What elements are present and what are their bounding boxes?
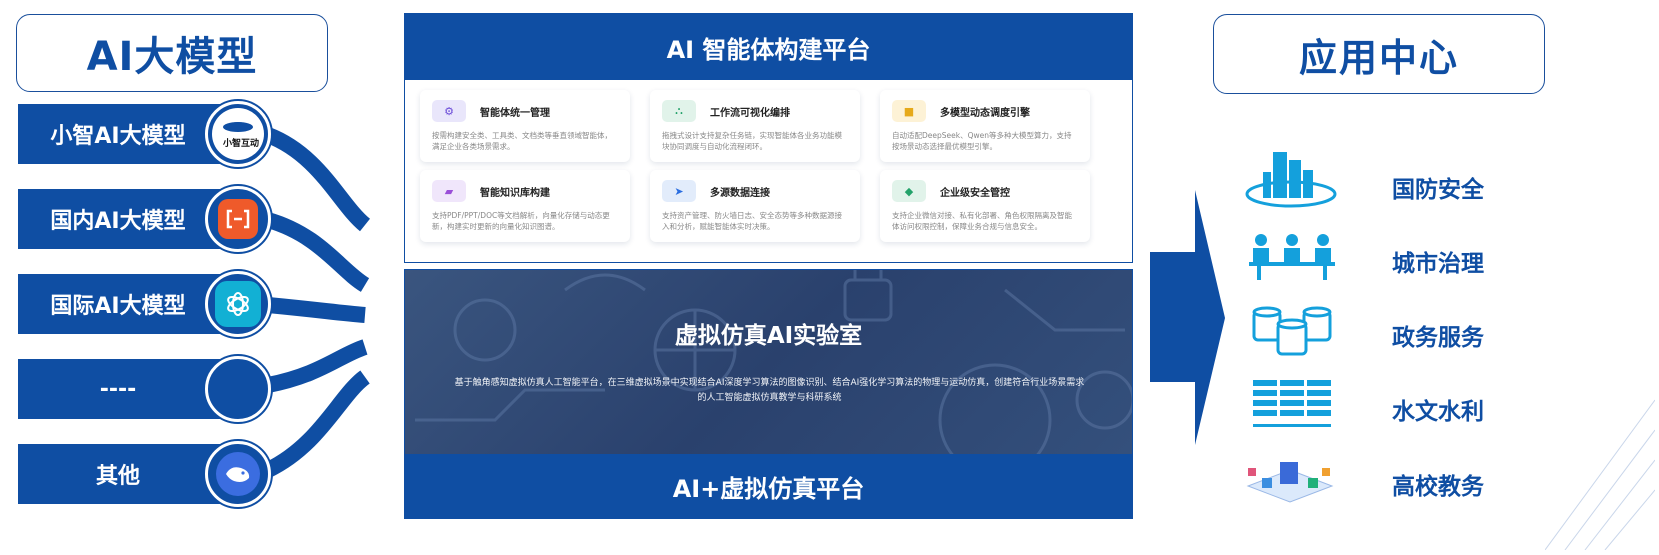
gear-icon: ⚙ <box>432 100 466 122</box>
model-circle-domestic[interactable] <box>205 186 271 252</box>
agent-platform-title: AI 智能体构建平台 <box>405 14 1132 80</box>
card-desc: 支持资产管理、防火墙日志、安全态势等多种数据源接入和分析，赋能智能体实时决策。 <box>662 211 842 231</box>
book-icon: ▰ <box>432 180 466 202</box>
model-label: 其他 <box>95 464 140 489</box>
model-bar-xiaozhi[interactable]: 小智AI大模型 <box>18 104 248 164</box>
app-label-water[interactable]: 水文水利 <box>1392 399 1484 425</box>
shield-icon: ◆ <box>892 180 926 202</box>
model-label: 国内AI大模型 <box>50 209 186 234</box>
feature-card[interactable]: ▰ 智能知识库构建 支持PDF/PPT/DOC等文档解析，向量化存储与动态更新，… <box>420 170 630 242</box>
tech-background-illustration <box>415 270 1132 477</box>
plug-icon: ➤ <box>662 180 696 202</box>
feature-card[interactable]: ◆ 企业级安全管控 支持企业微信对接、私有化部署、角色权限隔离及智能体访问权限控… <box>880 170 1090 242</box>
connector-3 <box>267 297 366 323</box>
model-label: 国际AI大模型 <box>50 294 186 319</box>
card-title: 工作流可视化编排 <box>710 107 790 119</box>
card-title: 企业级安全管控 <box>940 187 1010 199</box>
openai-icon <box>215 281 261 327</box>
feature-card[interactable]: ⚙ 智能体统一管理 按需构建安全类、工具类、文档类等垂直领域智能体，满足企业各类… <box>420 90 630 162</box>
card-title: 智能知识库构建 <box>480 187 550 199</box>
app-label-defense[interactable]: 国防安全 <box>1392 177 1484 203</box>
decorative-lines <box>1545 399 1655 550</box>
app-label-education[interactable]: 高校教务 <box>1392 474 1484 500</box>
model-connectors <box>264 127 370 478</box>
app-label-government[interactable]: 政务服务 <box>1392 325 1484 351</box>
model-circle-international[interactable] <box>205 271 271 337</box>
domestic-ai-icon <box>218 199 258 239</box>
app-center-title: 应用中心 <box>1213 14 1545 94</box>
server-rack-icon <box>1253 380 1331 427</box>
city-buildings-icon <box>1245 152 1337 208</box>
card-title: 多模型动态调度引擎 <box>940 107 1030 119</box>
left-title: AI大模型 <box>16 14 328 92</box>
simulation-platform-panel: 虚拟仿真AI实验室 基于触角感知虚拟仿真人工智能平台，在三维虚拟场景中实现结合A… <box>404 269 1133 519</box>
card-desc: 按需构建安全类、工具类、文档类等垂直领域智能体，满足企业各类场景需求。 <box>432 131 612 151</box>
card-desc: 拖拽式设计支持复杂任务链，实现智能体各业务功能模块协同调度与自动化流程闭环。 <box>662 131 842 151</box>
database-stack-icon <box>1252 306 1332 356</box>
flow-arrow-icon <box>1150 190 1225 445</box>
xiaozhi-logo-icon <box>212 108 264 160</box>
chip-icon: ■ <box>892 100 926 122</box>
connector-4 <box>266 339 368 393</box>
lab-title: 虚拟仿真AI实验室 <box>674 323 863 349</box>
connector-1 <box>264 127 370 232</box>
feature-card[interactable]: ➤ 多源数据连接 支持资产管理、防火墙日志、安全态势等多种数据源接入和分析，赋能… <box>650 170 860 242</box>
model-label: ---- <box>99 376 137 402</box>
model-bar-domestic[interactable]: 国内AI大模型 <box>18 189 248 249</box>
deepseek-whale-icon <box>216 452 260 496</box>
card-desc: 支持企业微信对接、私有化部署、角色权限隔离及智能体访问权限控制，保障业务合规与信… <box>892 211 1072 231</box>
card-desc: 自动适配DeepSeek、Qwen等多种大模型算力，支持按场景动态选择最优模型引… <box>892 131 1072 151</box>
feature-card[interactable]: ■ 多模型动态调度引擎 自动适配DeepSeek、Qwen等多种大模型算力，支持… <box>880 90 1090 162</box>
card-desc: 支持PDF/PPT/DOC等文档解析，向量化存储与动态更新，构建实时更新的向量化… <box>432 211 610 231</box>
isometric-campus-icon <box>1246 462 1334 503</box>
app-label-city[interactable]: 城市治理 <box>1392 251 1484 277</box>
connector-2 <box>265 212 370 292</box>
lab-description: 基于触角感知虚拟仿真人工智能平台，在三维虚拟场景中实现结合AI深度学习算法的图像… <box>454 378 1085 403</box>
model-circle-xiaozhi[interactable]: 小智互动 <box>205 101 271 167</box>
model-circle-other[interactable] <box>205 441 271 507</box>
simulation-platform-title: AI+虚拟仿真平台 <box>405 454 1132 518</box>
card-title: 多源数据连接 <box>710 187 770 199</box>
feature-card[interactable]: ⛬ 工作流可视化编排 拖拽式设计支持复杂任务链，实现智能体各业务功能模块协同调度… <box>650 90 860 162</box>
lab-background <box>405 270 1132 477</box>
xiaozhi-logo-text: 小智互动 <box>222 139 259 149</box>
workflow-icon: ⛬ <box>662 100 696 122</box>
meeting-people-icon <box>1249 234 1335 280</box>
model-circle-placeholder[interactable] <box>205 356 271 422</box>
card-title: 智能体统一管理 <box>480 107 550 119</box>
connector-5 <box>264 370 370 478</box>
model-label: 小智AI大模型 <box>50 124 186 149</box>
